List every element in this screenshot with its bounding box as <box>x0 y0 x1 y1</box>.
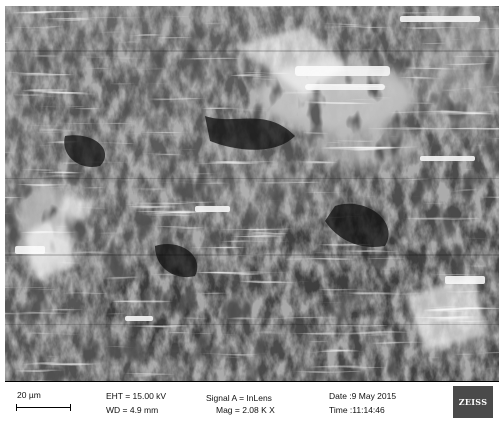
signal-readout: Signal A = InLens <box>206 393 272 403</box>
micrograph-texture <box>5 6 499 381</box>
sem-data-bar: 20 µm EHT = 15.00 kV WD = 4.9 mm Signal … <box>5 381 499 422</box>
eht-readout: EHT = 15.00 kV <box>106 391 167 401</box>
sem-micrograph <box>5 6 499 381</box>
date-readout: Date :9 May 2015 <box>329 391 397 401</box>
zeiss-logo: ZEISS <box>453 386 493 418</box>
time-readout: Time :11:14:46 <box>329 405 385 415</box>
wd-readout: WD = 4.9 mm <box>106 405 159 415</box>
scale-bar-label: 20 µm <box>17 390 41 400</box>
scale-bar <box>16 404 71 411</box>
zeiss-logo-text: ZEISS <box>458 397 488 407</box>
mag-readout: Mag = 2.08 K X <box>216 405 275 415</box>
